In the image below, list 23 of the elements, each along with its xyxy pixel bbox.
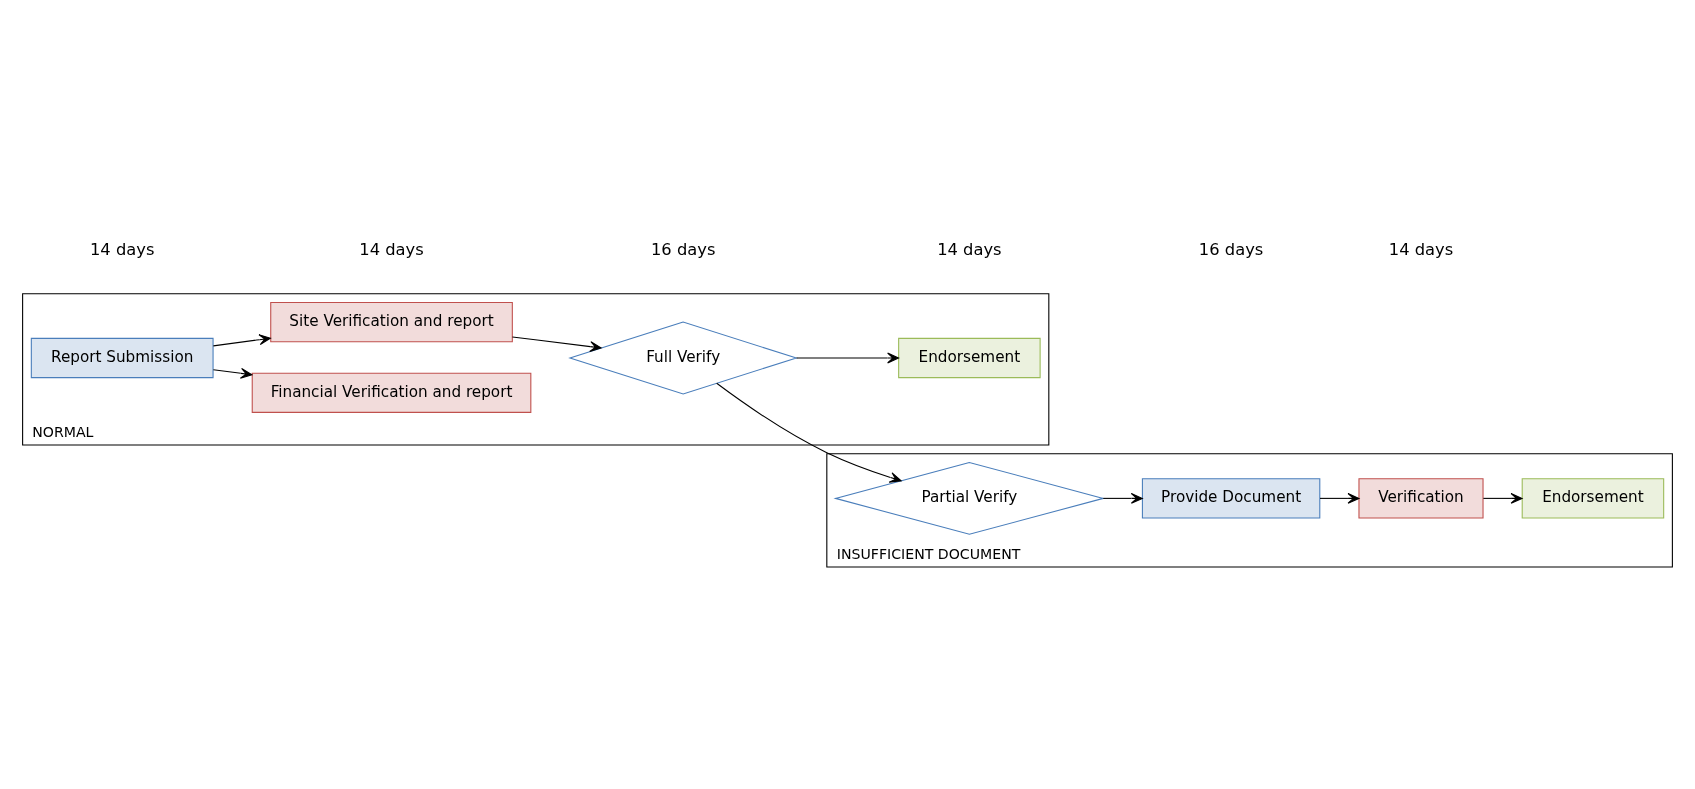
node-box: Financial Verification and report <box>251 372 532 413</box>
node-box: Verification <box>1358 477 1484 518</box>
arrow <box>716 382 902 483</box>
node-diamond: Full Verify <box>568 321 799 394</box>
label: 16 days <box>1198 239 1264 259</box>
node-box: Provide Document <box>1141 477 1321 518</box>
label: 14 days <box>937 239 1002 259</box>
arrow <box>795 352 900 363</box>
label: 16 days <box>650 239 716 259</box>
node-box: Report Submission <box>30 337 214 378</box>
arrow <box>212 367 253 379</box>
arrow <box>1102 492 1143 504</box>
node-diamond: Partial Verify <box>833 461 1106 535</box>
arrow <box>212 333 271 346</box>
arrow <box>1319 492 1360 504</box>
node-box: Endorsement <box>898 337 1041 378</box>
arrow <box>1482 492 1523 504</box>
node-box: Site Verification and report <box>270 301 513 342</box>
label: 14 days <box>89 239 155 259</box>
label: 14 days <box>359 239 424 259</box>
label: 14 days <box>1388 239 1454 259</box>
arrow <box>511 335 602 352</box>
node-box: Endorsement <box>1521 477 1665 518</box>
